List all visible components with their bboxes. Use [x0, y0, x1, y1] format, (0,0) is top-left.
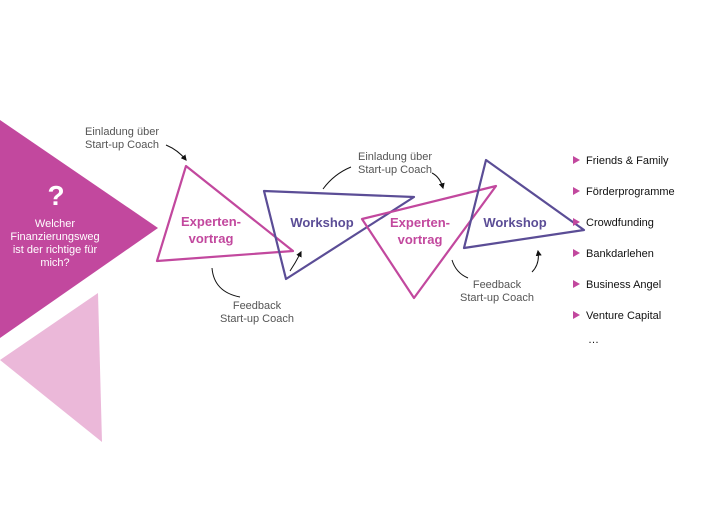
option-item: Crowdfunding: [586, 217, 654, 229]
triangle-bullet-icon: [573, 156, 580, 164]
question-line-4: mich?: [40, 257, 69, 269]
feedback-2-line-2: Start-up Coach: [460, 292, 534, 304]
feedback-1-curve: [211, 267, 241, 298]
feedback-1-line-2: Start-up Coach: [220, 313, 294, 325]
question-line-3: ist der richtige für: [13, 244, 98, 256]
stage-1-label-line-2: vortrag: [189, 231, 234, 246]
option-item: Förderprogramme: [586, 186, 675, 198]
feedback-2-line-1: Feedback: [473, 279, 522, 291]
question-line-2: Finanzierungsweg: [10, 231, 99, 243]
feedback-1-line-1: Feedback: [233, 300, 282, 312]
stage-2-label: Workshop: [290, 215, 353, 230]
invite-2-line-1: Einladung über: [358, 151, 432, 163]
stage-1-label-line-1: Experten-: [181, 214, 241, 229]
stage-3-label-line-2: vortrag: [398, 232, 443, 247]
option-item: Bankdarlehen: [586, 248, 654, 260]
stage-4-triangle: [462, 158, 586, 250]
invite-1-arrow: [165, 144, 187, 161]
invite-1-line-1: Einladung über: [85, 126, 159, 138]
question-line-1: Welcher: [35, 218, 75, 230]
triangle-bullet-icon: [573, 249, 580, 257]
triangle-bullet-icon: [573, 311, 580, 319]
financing-options-list: Friends & Family Förderprogramme Crowdfu…: [573, 155, 675, 346]
invite-1-line-2: Start-up Coach: [85, 139, 159, 151]
feedback-2-arrow: [531, 249, 542, 273]
triangle-bullet-icon: [573, 187, 580, 195]
option-item: Venture Capital: [586, 310, 661, 322]
invite-2-arrow: [431, 172, 445, 190]
stage-2-triangle: [262, 189, 416, 281]
stage-3-triangle: [360, 184, 498, 300]
invite-2-curve: [322, 166, 352, 190]
invite-2-line-2: Start-up Coach: [358, 164, 432, 176]
question-triangle: [0, 120, 158, 338]
triangle-bullet-icon: [573, 280, 580, 288]
feedback-2-curve: [451, 259, 469, 279]
question-mark: ?: [47, 180, 64, 211]
stage-3-label-line-1: Experten-: [390, 215, 450, 230]
option-more: …: [588, 334, 599, 346]
feedback-1-arrow: [289, 250, 302, 272]
triangle-bullet-icon: [573, 218, 580, 226]
option-item: Friends & Family: [586, 155, 669, 167]
option-item: Business Angel: [586, 279, 661, 291]
light-pink-triangle: [0, 293, 102, 442]
stage-1-triangle: [155, 164, 295, 263]
stage-4-label: Workshop: [483, 215, 546, 230]
